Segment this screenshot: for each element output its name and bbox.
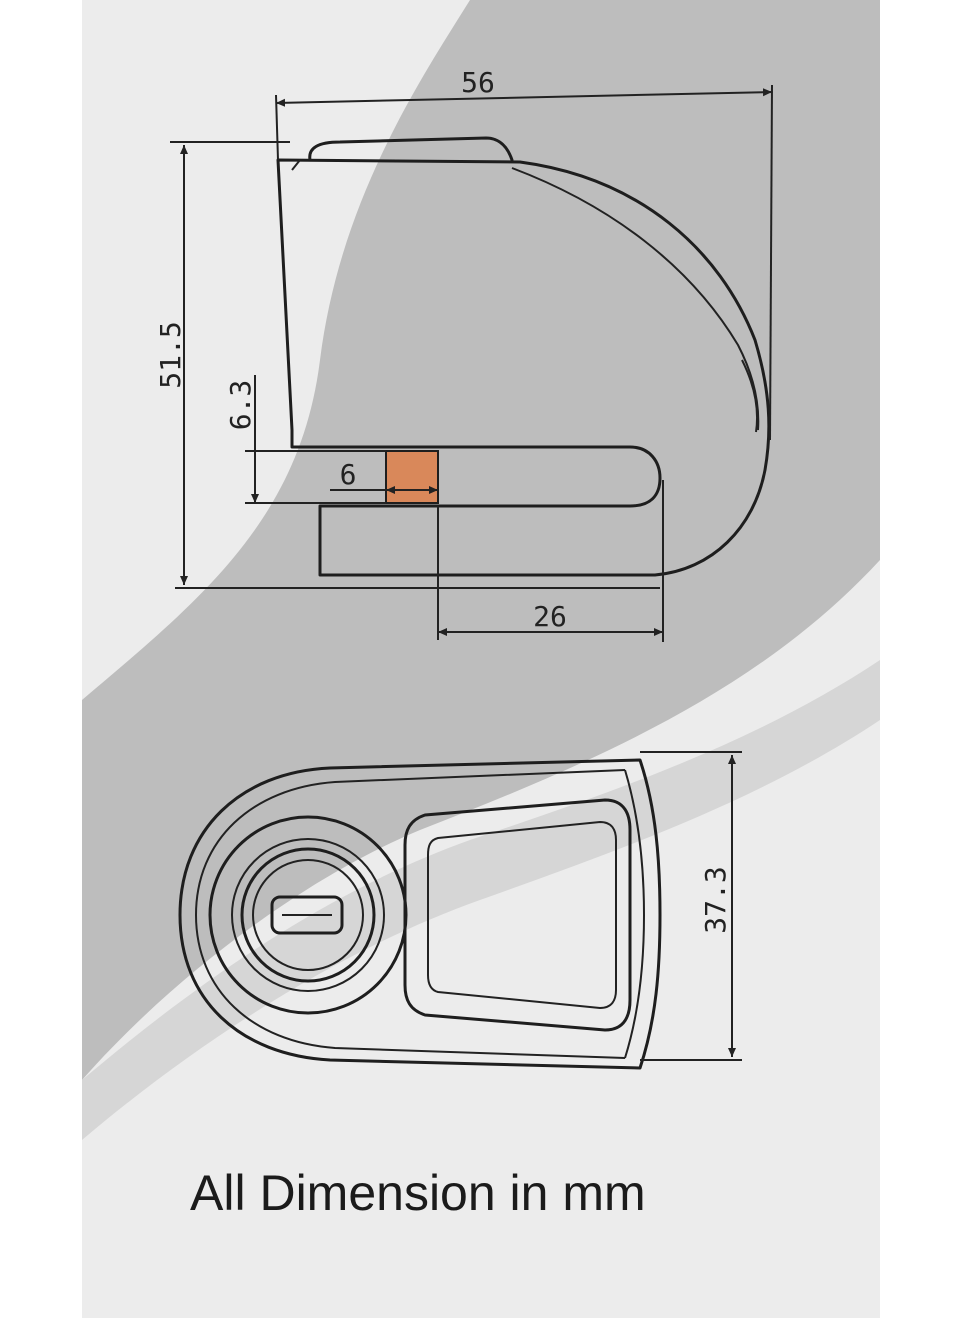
front-recess-inner [427,820,617,1010]
front-body-outline [178,758,662,1070]
front-recess-outer [403,798,632,1032]
keyhole-ring-middle [231,838,385,992]
front-view: 37.3 [178,751,742,1070]
dim-51-5-label: 51.5 [154,321,187,388]
dim-56-ext-right [769,84,773,441]
dim-26-label: 26 [533,600,567,633]
lock-rim-curve [511,167,760,431]
dim-37-3-label: 37.3 [699,866,732,933]
lock-body-outline [276,158,771,577]
dim-6-label: 6 [340,458,357,491]
key-slot [270,895,344,935]
white-margin-right [880,0,962,1318]
dim-56-label: 56 [461,66,495,99]
paper-light-stripe [82,660,880,1140]
lock-top-cap-inner [291,159,301,171]
white-margin-left [0,0,82,1318]
front-body-inner [194,769,626,1059]
lock-rim-edge [741,359,758,433]
dim-6-3-label: 6.3 [224,380,257,431]
side-view: 56 51.5 6.3 6 26 [154,66,773,642]
caption: All Dimension in mm [190,1165,646,1221]
dim-56-line [275,88,773,107]
front-body-right-edge [624,769,646,1059]
lock-pin [385,450,439,504]
lock-top-cap [308,136,514,162]
paper-gray-band [82,0,880,1080]
keyhole-ring-inner [240,847,376,983]
keyhole-cylinder [252,859,364,971]
